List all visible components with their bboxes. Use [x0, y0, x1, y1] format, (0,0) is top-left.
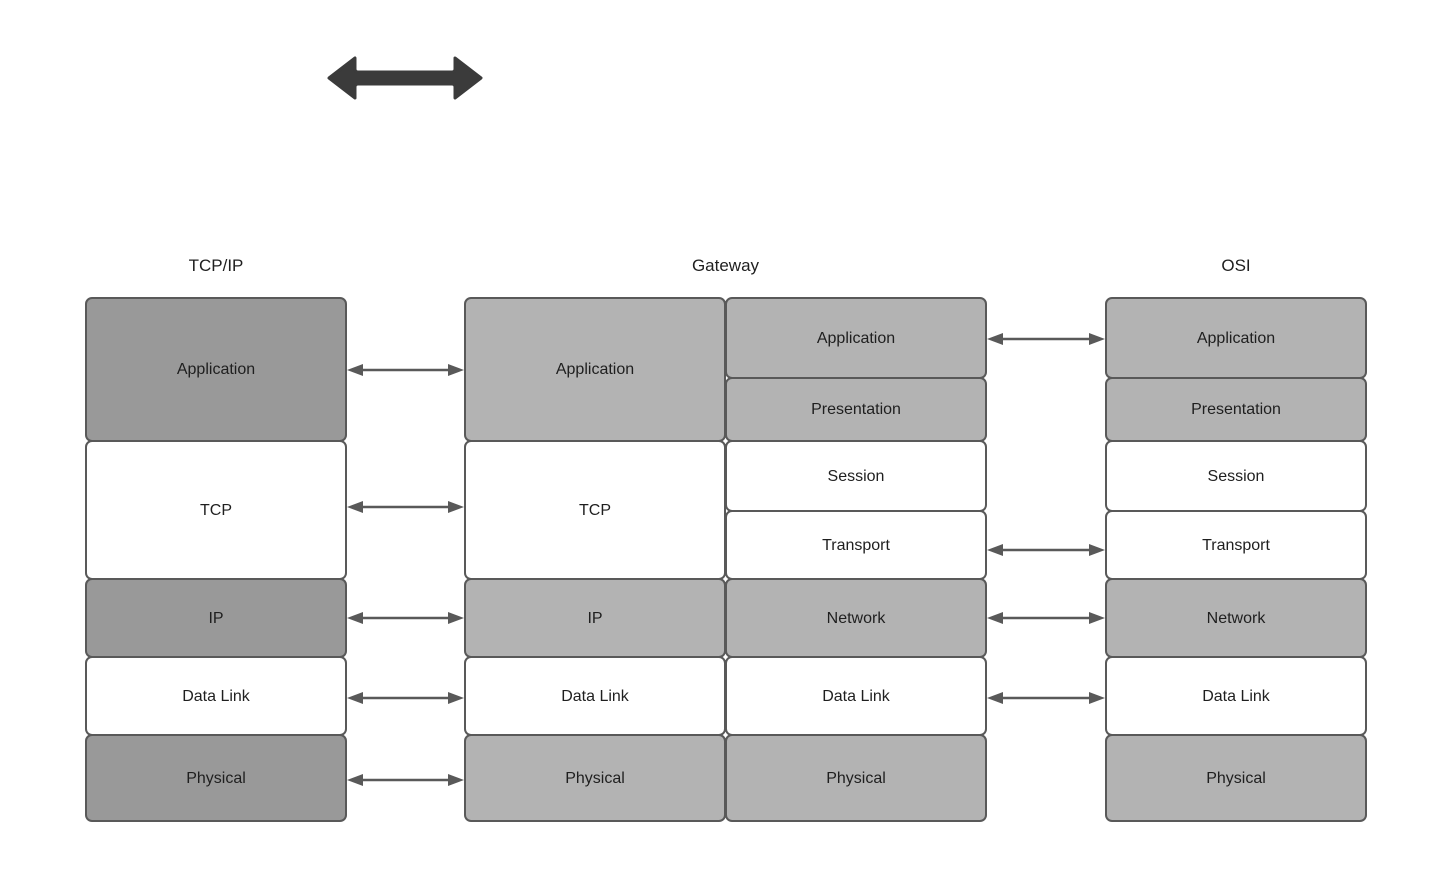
- layer-tcpip-ip[interactable]: IP: [85, 578, 347, 658]
- column-caption-tcpip: TCP/IP: [188, 256, 244, 275]
- connector-data-link-left: [347, 688, 464, 708]
- layer-label: Data Link: [561, 687, 629, 705]
- layer-label: Application: [555, 361, 635, 378]
- stack-gateway-right: Application Presentation Session Transpo…: [725, 297, 987, 822]
- layer-gateway-osi-presentation[interactable]: Presentation: [725, 377, 987, 442]
- layer-gateway-data-link[interactable]: Data Link: [464, 656, 726, 736]
- layer-label: Transport: [822, 536, 890, 554]
- layer-label: TCP: [200, 501, 232, 519]
- layer-label: Physical: [186, 769, 246, 787]
- column-caption-gateway: Gateway: [691, 256, 760, 275]
- connector-network-right: [987, 608, 1105, 628]
- connector-tcp-left: [347, 497, 464, 517]
- layer-label: Presentation: [811, 401, 901, 418]
- layer-osi-session[interactable]: Session: [1105, 440, 1367, 512]
- connector-data-link-right: [987, 688, 1105, 708]
- layer-label: Network: [826, 609, 886, 627]
- layer-gateway-application[interactable]: Application: [464, 297, 726, 442]
- layer-label: Application: [1196, 329, 1276, 347]
- stack-tcpip: Application TCP IP Data Link Physical: [85, 297, 347, 822]
- layer-tcpip-application[interactable]: Application: [85, 297, 347, 442]
- layer-label: Network: [1206, 609, 1266, 627]
- layer-osi-presentation[interactable]: Presentation: [1105, 377, 1367, 442]
- layer-label: Session: [1207, 467, 1265, 485]
- layer-label: TCP: [579, 501, 611, 519]
- layer-tcpip-physical[interactable]: Physical: [85, 734, 347, 822]
- stack-osi: Application Presentation Session Transpo…: [1105, 297, 1367, 822]
- connector-application-right: [987, 329, 1105, 349]
- layer-label: Application: [816, 329, 896, 347]
- layer-label: Session: [827, 467, 885, 485]
- layer-label: Application: [176, 361, 256, 378]
- layer-label: IP: [208, 609, 224, 627]
- connector-physical-left: [347, 770, 464, 790]
- layer-gateway-osi-physical[interactable]: Physical: [725, 734, 987, 822]
- layer-gateway-ip[interactable]: IP: [464, 578, 726, 658]
- layer-gateway-osi-network[interactable]: Network: [725, 578, 987, 658]
- layer-gateway-osi-transport[interactable]: Transport: [725, 510, 987, 580]
- layer-gateway-osi-session[interactable]: Session: [725, 440, 987, 512]
- layer-gateway-physical[interactable]: Physical: [464, 734, 726, 822]
- layer-gateway-osi-application[interactable]: Application: [725, 297, 987, 379]
- layer-label: Presentation: [1191, 401, 1281, 418]
- layer-label: Physical: [826, 769, 886, 787]
- layer-osi-transport[interactable]: Transport: [1105, 510, 1367, 580]
- bidirectional-arrow: [325, 52, 485, 104]
- layer-label: Data Link: [1202, 687, 1270, 705]
- layer-gateway-tcp[interactable]: TCP: [464, 440, 726, 580]
- connector-ip-left: [347, 608, 464, 628]
- layer-osi-data-link[interactable]: Data Link: [1105, 656, 1367, 736]
- layer-osi-network[interactable]: Network: [1105, 578, 1367, 658]
- connector-application-left: [347, 360, 464, 380]
- layer-label: IP: [587, 609, 603, 627]
- layer-label: Data Link: [182, 687, 250, 705]
- layer-osi-application[interactable]: Application: [1105, 297, 1367, 379]
- column-caption-osi: OSI: [1221, 256, 1251, 275]
- layer-gateway-osi-data-link[interactable]: Data Link: [725, 656, 987, 736]
- layer-label: Data Link: [822, 687, 890, 705]
- layer-tcpip-data-link[interactable]: Data Link: [85, 656, 347, 736]
- layer-tcpip-tcp[interactable]: TCP: [85, 440, 347, 580]
- layer-label: Physical: [565, 769, 625, 787]
- layer-label: Transport: [1202, 536, 1270, 554]
- connector-transport-right: [987, 540, 1105, 560]
- stack-gateway-left: Application TCP IP Data Link Physical: [464, 297, 726, 822]
- layer-osi-physical[interactable]: Physical: [1105, 734, 1367, 822]
- layer-label: Physical: [1206, 769, 1266, 787]
